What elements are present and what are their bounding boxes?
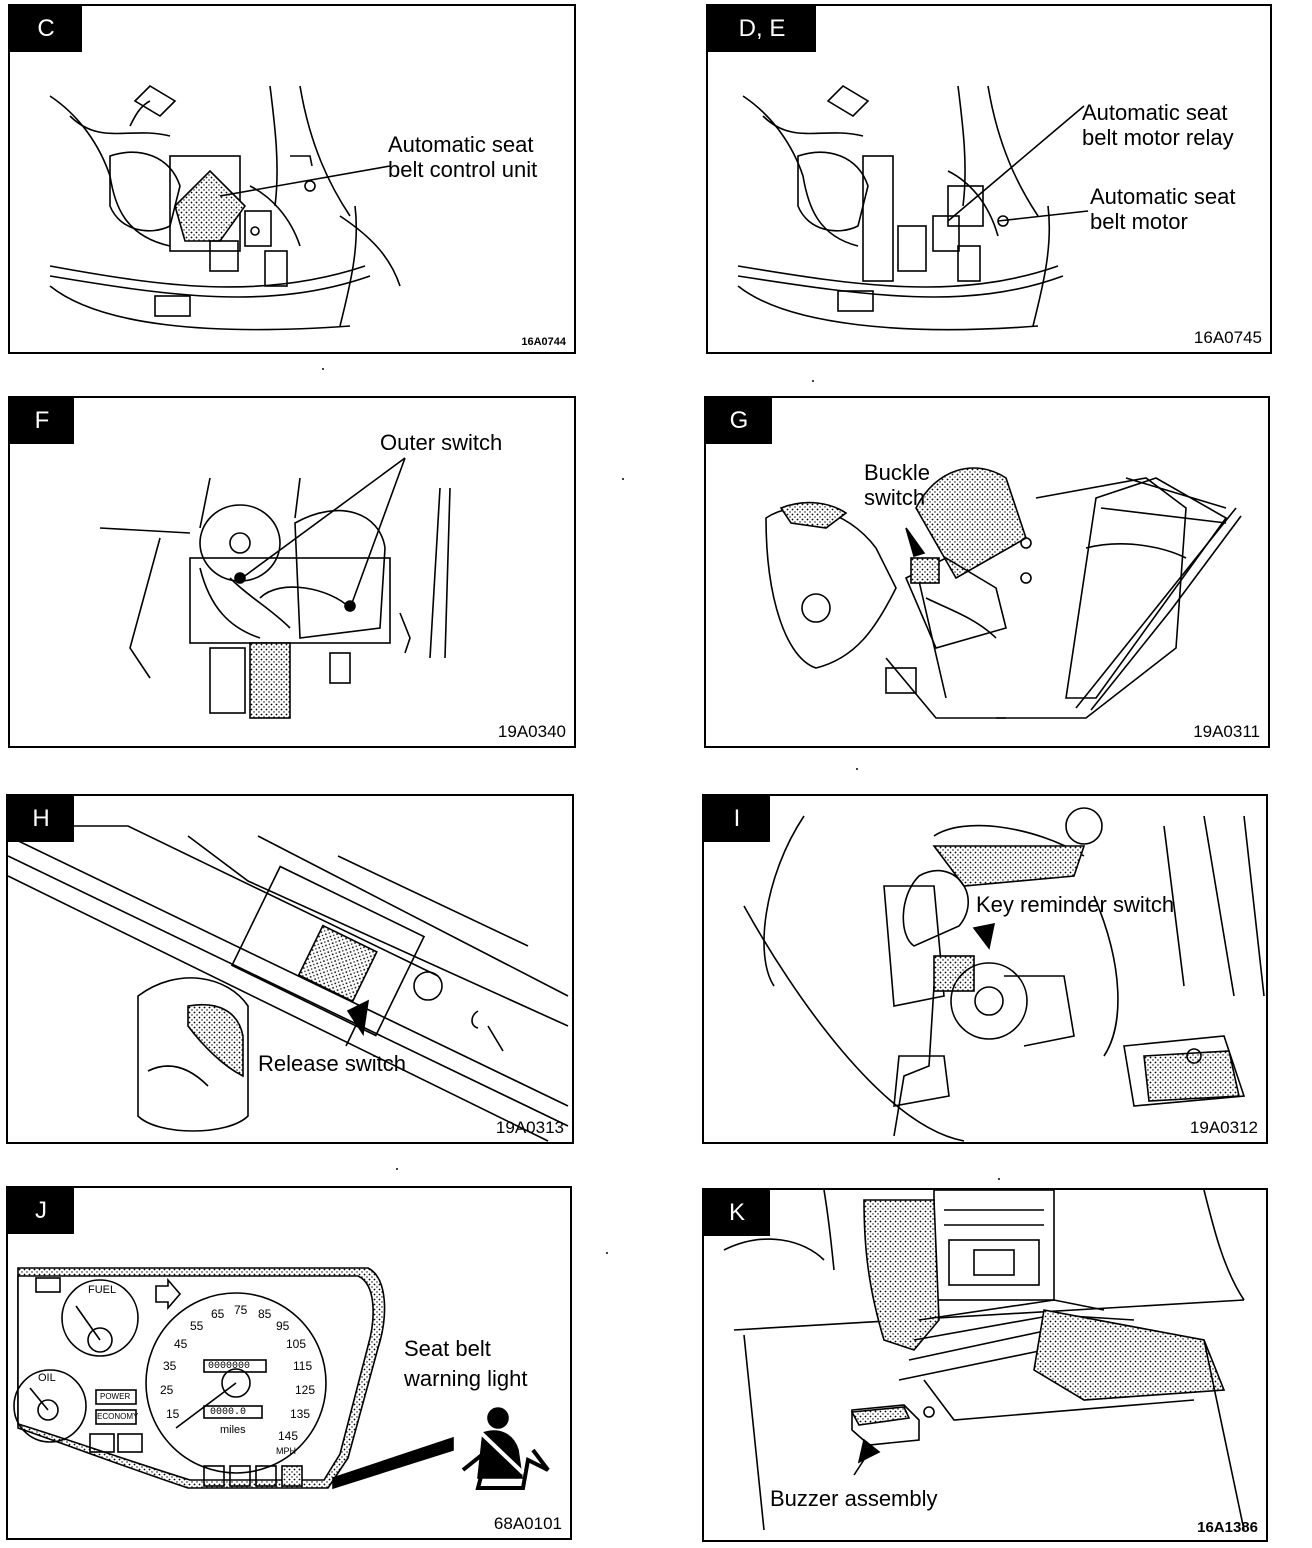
panel-k-callout: Buzzer assembly: [770, 1486, 938, 1511]
panel-g-illustration: [765, 467, 1242, 719]
panel-j-callout: Seat belt warning light: [404, 1336, 528, 1391]
speed-tick: 95: [276, 1319, 290, 1333]
panel-de-callout-motor: Automatic seat belt motor: [1090, 184, 1236, 234]
speck: [812, 380, 814, 382]
panel-g-tag: G: [706, 398, 772, 444]
panel-f-callout: Outer switch: [380, 430, 503, 455]
panel-g-code: 19A0311: [1193, 722, 1260, 741]
panel-h: H Release switch 19A0313: [6, 794, 574, 1144]
panel-j-code: 68A0101: [493, 1514, 562, 1533]
panel-i-code: 19A0312: [1189, 1118, 1258, 1137]
panel-h-illustration: [8, 825, 569, 1142]
panel-f: F Outer switch 19A0340: [8, 396, 576, 748]
speck: [998, 1178, 1000, 1180]
speed-tick: 55: [190, 1319, 204, 1333]
panel-f-illustration: [99, 457, 451, 719]
panel-g-callout: Buckle switch: [864, 460, 931, 510]
panel-j-tag: J: [8, 1188, 74, 1234]
panel-j-oil-label: OIL: [38, 1372, 56, 1384]
panel-j-economy-button: ECONOMY: [97, 1412, 139, 1421]
speed-tick: 65: [211, 1307, 225, 1321]
panel-k-code: 16A1386: [1197, 1519, 1258, 1536]
panel-j-miles-unit: miles: [220, 1424, 246, 1436]
panel-c-code: 16A0744: [521, 336, 566, 348]
panel-c-illustration: [49, 84, 401, 331]
panel-de-callout-relay: Automatic seat belt motor relay: [1082, 100, 1234, 150]
panel-k-illustration: [723, 1190, 1245, 1531]
panel-c-tag: C: [10, 6, 82, 52]
speck: [856, 768, 858, 770]
speed-tick: 105: [286, 1337, 307, 1351]
panel-h-callout: Release switch: [258, 1051, 406, 1076]
speed-tick: 15: [166, 1407, 180, 1421]
panel-f-code: 19A0340: [497, 722, 566, 741]
panel-g: G Buckle switch 19A0311: [704, 396, 1270, 748]
speck: [396, 1168, 398, 1170]
speed-tick: 115: [293, 1359, 313, 1373]
speed-tick: 35: [163, 1359, 177, 1373]
panel-c: C Automatic seat belt control unit 16A07…: [8, 4, 576, 354]
panel-j-illustration: [13, 1267, 550, 1490]
panel-j-trip: 0000.0: [210, 1407, 247, 1418]
panel-i-callout: Key reminder switch: [976, 892, 1175, 917]
panel-h-tag: H: [8, 796, 74, 842]
speed-tick: 145: [278, 1429, 299, 1443]
panel-i-tag: I: [704, 796, 770, 842]
panel-j-odometer: 0000000: [208, 1361, 251, 1372]
speed-tick: 85: [258, 1307, 272, 1321]
panel-j-mph-unit: MPH: [276, 1446, 296, 1456]
panel-k-tag: K: [704, 1190, 770, 1236]
panel-de-illustration: [737, 84, 1089, 331]
panel-de-code: 16A0745: [1193, 328, 1262, 347]
panel-k: K Buzzer assembly 16A1386: [702, 1188, 1268, 1542]
speed-tick: 125: [295, 1383, 316, 1397]
panel-de-tag: D, E: [708, 6, 816, 52]
speed-tick: 135: [290, 1407, 311, 1421]
speck: [606, 1252, 608, 1254]
panel-i: I Key reminder switch 19A0312: [702, 794, 1268, 1144]
panel-h-code: 19A0313: [495, 1118, 564, 1137]
speck: [622, 478, 624, 480]
panel-c-callout: Automatic seat belt control unit: [388, 132, 538, 182]
panel-f-tag: F: [10, 398, 74, 444]
speed-tick: 25: [160, 1383, 174, 1397]
panel-j-power-button: POWER: [100, 1392, 131, 1401]
speed-tick: 75: [234, 1303, 248, 1317]
panel-j: J FUEL OIL 15 25 35 45 55: [6, 1186, 572, 1540]
panel-de: D, E Automatic seat belt motor relay Aut…: [706, 4, 1272, 354]
panel-i-illustration: [743, 807, 1265, 1142]
panel-j-fuel-label: FUEL: [88, 1284, 117, 1296]
speck: [322, 368, 324, 370]
speed-tick: 45: [174, 1337, 188, 1351]
